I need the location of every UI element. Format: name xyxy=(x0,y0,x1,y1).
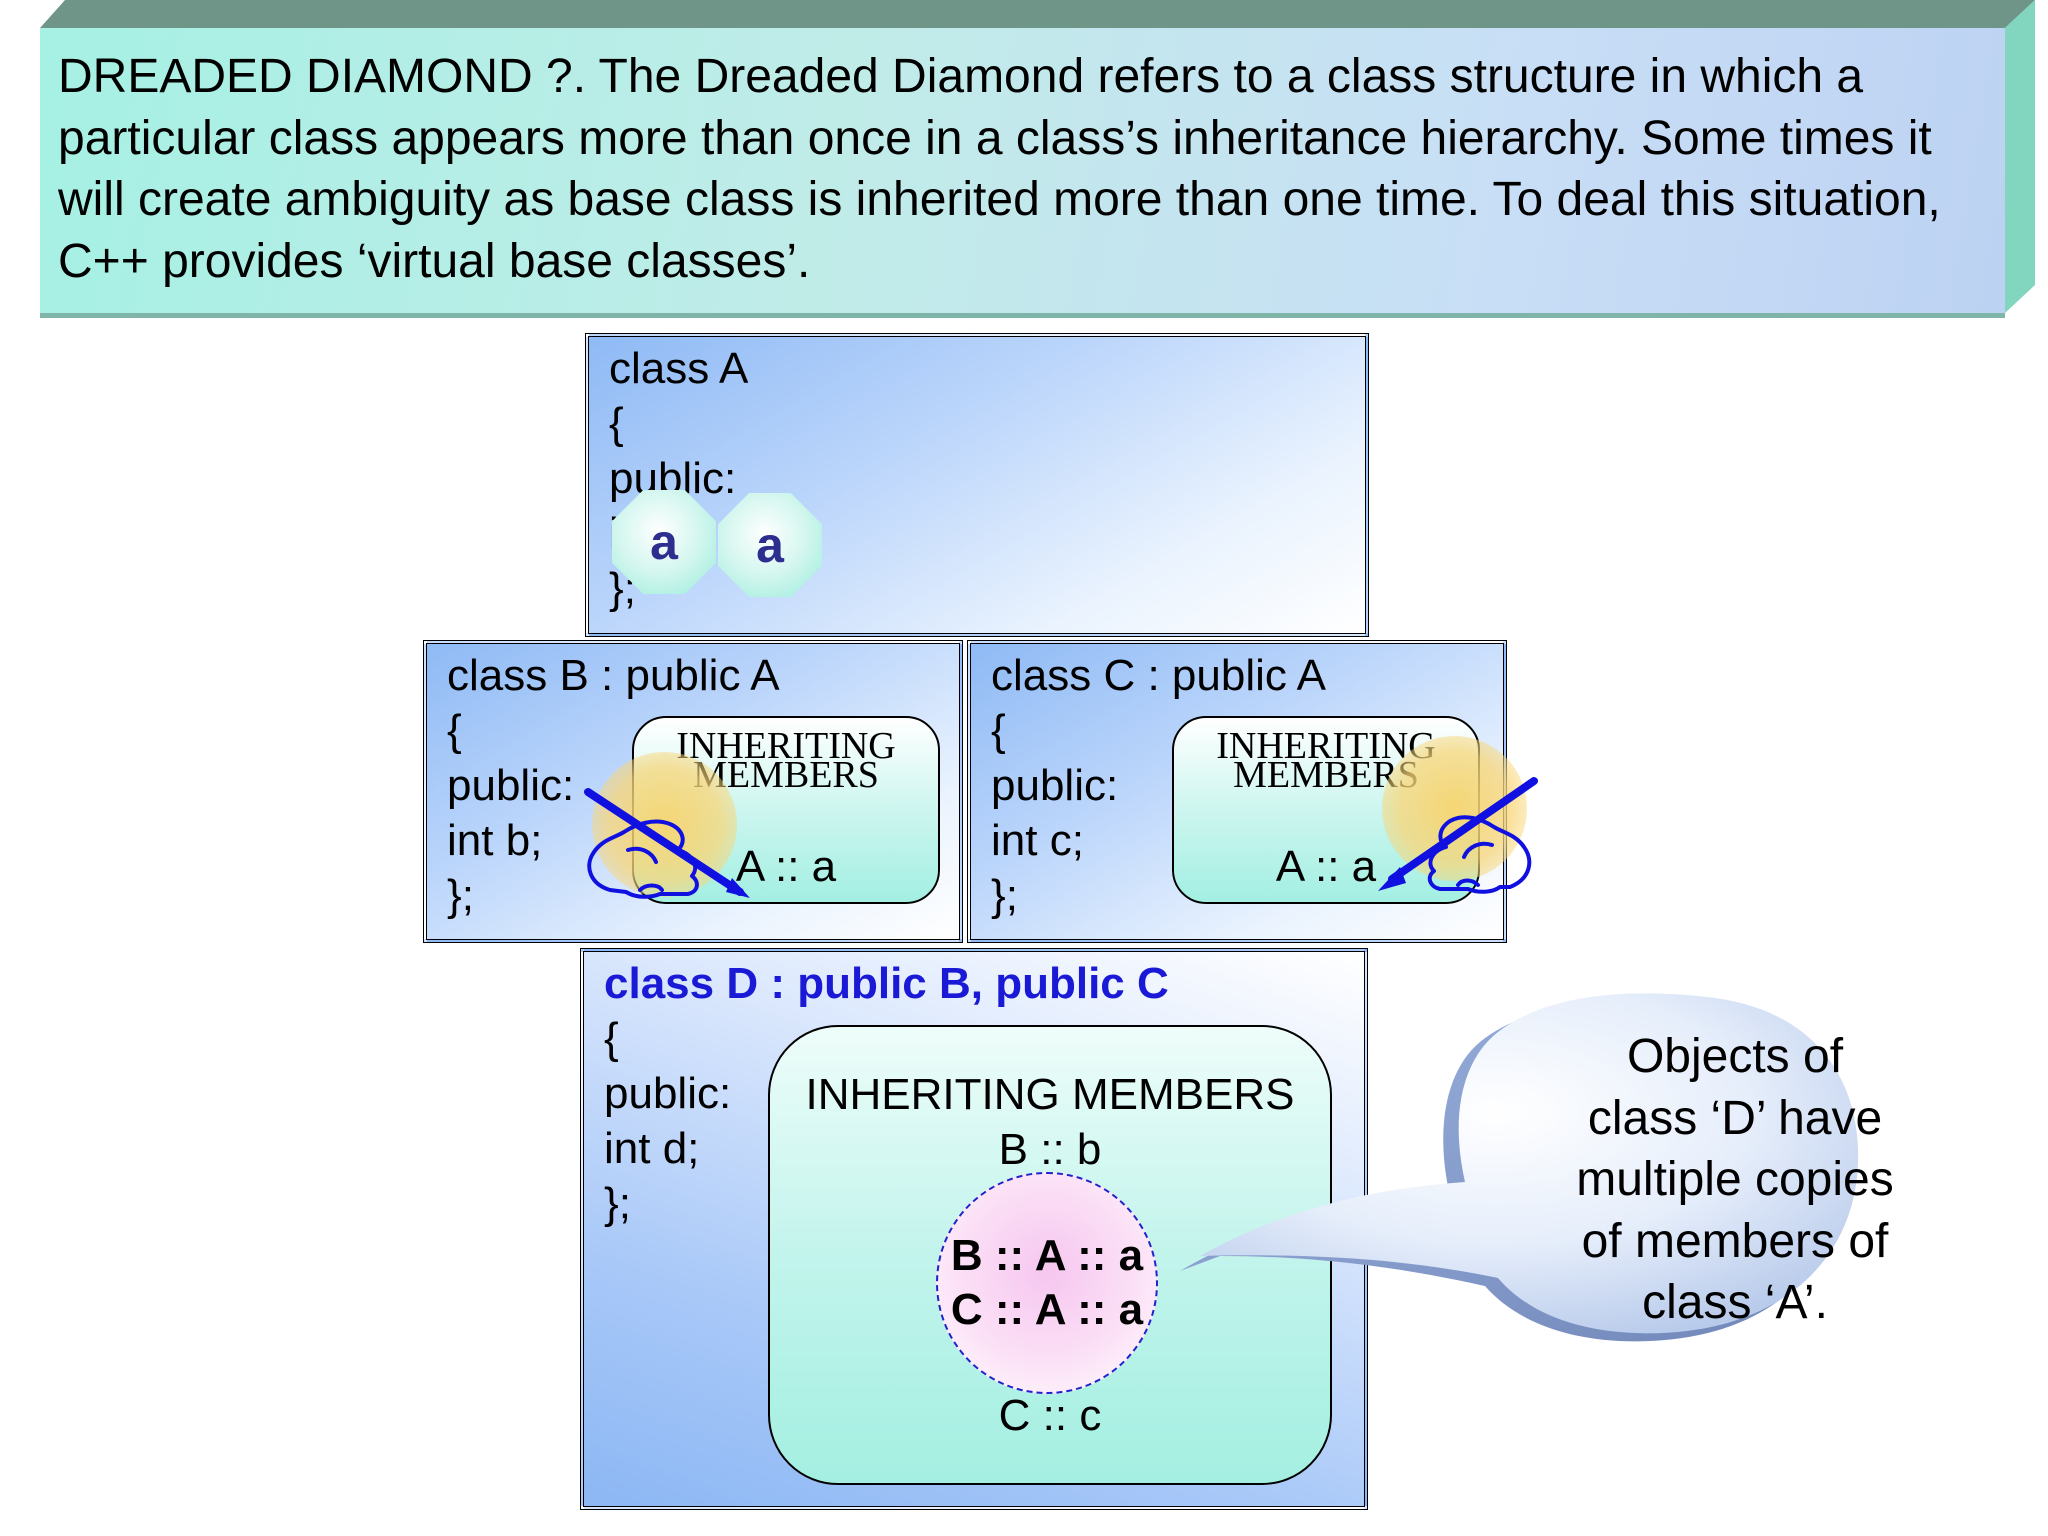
duplicate-member: C :: A :: a xyxy=(950,1285,1144,1334)
class-b-line: class B : public A xyxy=(447,651,780,700)
header-top-bevel xyxy=(40,0,2035,28)
class-c-line: int c; xyxy=(991,816,1084,865)
class-a-line: public: xyxy=(609,454,737,503)
inherited-member-c: C :: c xyxy=(998,1391,1102,1440)
header-bottom-edge xyxy=(40,313,2005,318)
class-d-line: }; xyxy=(604,1179,631,1228)
callout-line: class ‘D’ have xyxy=(1587,1091,1883,1145)
highlight-glow xyxy=(1382,736,1527,881)
class-a-box: class A { public: i }; xyxy=(585,333,1369,637)
class-d-line: { xyxy=(604,1014,619,1063)
callout-text: Objects of class ‘D’ have multiple copie… xyxy=(1490,1026,1980,1334)
class-b-line: { xyxy=(447,706,462,755)
class-d-line: int d; xyxy=(604,1124,700,1173)
inherited-member-b: B :: b xyxy=(998,1125,1102,1174)
callout-bubble xyxy=(1180,993,1859,1342)
member-a-chip: a xyxy=(612,490,716,594)
callout-line: Objects of xyxy=(1626,1030,1844,1083)
duplicate-member: B :: A :: a xyxy=(950,1231,1144,1280)
header-side-bevel xyxy=(2005,0,2035,313)
callout-line: multiple copies xyxy=(1576,1153,1894,1206)
inheriting-heading: INHERITING xyxy=(1216,725,1436,767)
header-banner: DREADED DIAMOND ?. The Dreaded Diamond r… xyxy=(40,28,2005,313)
inherited-member: A :: a xyxy=(1275,842,1377,891)
class-c-line: class C : public A xyxy=(991,651,1327,700)
class-a-line: class A xyxy=(609,344,749,393)
class-c-line: }; xyxy=(991,871,1018,920)
callout-line: of members of xyxy=(1581,1214,1889,1268)
class-d-title: class D : public B, public C xyxy=(604,959,1169,1008)
class-b-line: }; xyxy=(447,871,474,920)
class-c-line: public: xyxy=(991,761,1119,810)
inherited-member: A :: a xyxy=(735,842,837,891)
class-b-line: public: xyxy=(447,761,575,810)
class-c-line: { xyxy=(991,706,1006,755)
member-a-chip: a xyxy=(718,493,822,597)
inheriting-heading: INHERITING xyxy=(676,725,896,767)
duplicate-members-circle: B :: A :: a C :: A :: a xyxy=(936,1172,1158,1394)
header-text: DREADED DIAMOND ?. The Dreaded Diamond r… xyxy=(58,50,1941,288)
writing-hand-icon xyxy=(1378,777,1538,894)
callout-line: class ‘A’. xyxy=(1642,1276,1828,1329)
class-a-line: { xyxy=(609,399,624,448)
writing-hand-icon xyxy=(584,788,750,899)
inheriting-heading: INHERITING MEMBERS xyxy=(805,1070,1295,1119)
class-d-line: public: xyxy=(604,1069,732,1118)
class-b-line: int b; xyxy=(447,816,543,865)
